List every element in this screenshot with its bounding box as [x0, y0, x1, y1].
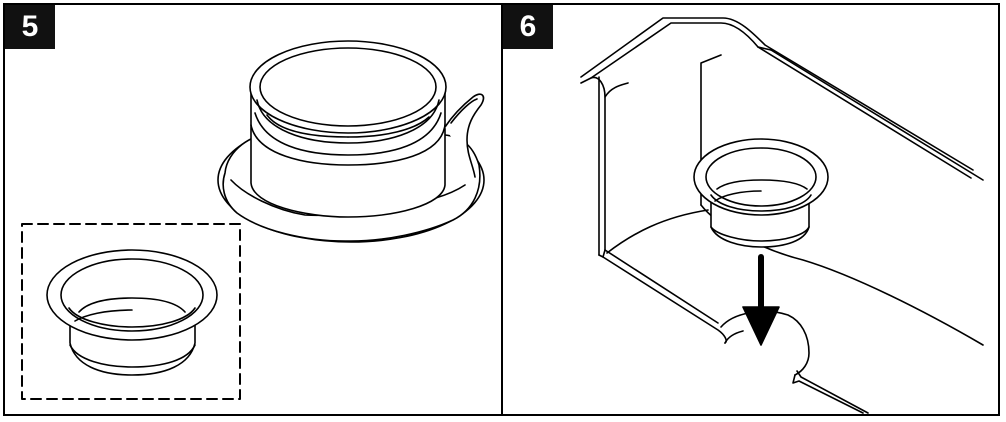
sink-flange: [693, 138, 829, 248]
flange-cylinder: [249, 40, 485, 218]
detail-inset-frame: [21, 223, 241, 400]
step-number-badge: 6: [503, 5, 553, 49]
step-number-badge: 5: [5, 5, 55, 49]
insert-direction-arrow-icon: [742, 254, 780, 346]
sink-flange-insertion-illustration: [580, 17, 984, 414]
step-5-panel: 5: [3, 3, 503, 416]
flange-and-sealant-illustration: [21, 40, 485, 400]
sink-flange-detail: [46, 249, 218, 376]
step-6-panel: 6: [501, 3, 1000, 416]
